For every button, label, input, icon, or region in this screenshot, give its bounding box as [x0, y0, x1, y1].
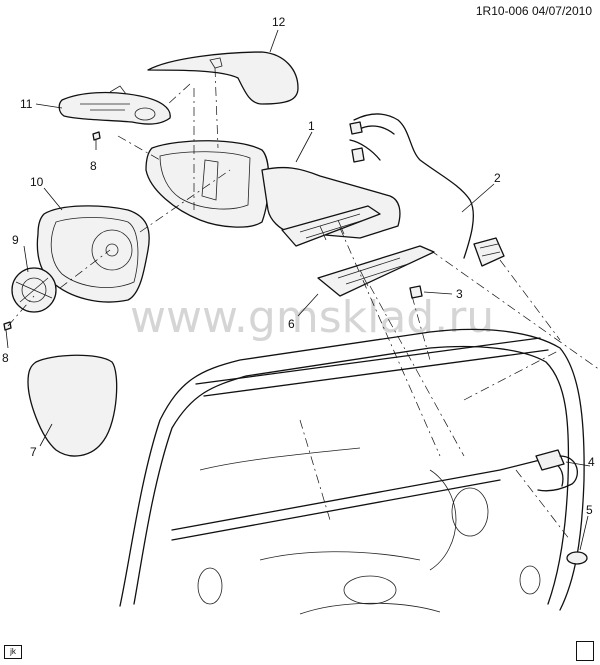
callout-5: 5: [586, 503, 593, 517]
callout-10: 10: [30, 175, 44, 189]
retainer-clip: [409, 285, 423, 299]
diagram-reference: 1R10-006 04/07/2010: [476, 4, 592, 18]
turn-signal-lamp: [58, 85, 171, 125]
callout-2: 2: [494, 171, 501, 185]
diagram-code: 1R10-006: [475, 4, 529, 18]
callout-1: 1: [308, 119, 315, 133]
callout-leaders: [5, 29, 591, 551]
corner-label: jk: [4, 645, 22, 659]
callout-12: 12: [272, 15, 286, 29]
callout-4: 4: [588, 455, 595, 469]
callout-3: 3: [456, 287, 463, 301]
mirror-housing-assembly: [145, 140, 401, 247]
watermark-text: www.gmsklad.ru: [130, 292, 494, 343]
access-hole-plug: [566, 551, 588, 565]
assembly-reference-lines: [7, 67, 600, 541]
callout-8b: 8: [2, 351, 9, 365]
callout-11: 11: [20, 97, 33, 111]
mirror-glass: [27, 354, 118, 457]
wiring-harness: [349, 113, 505, 267]
screw-8-lower: [3, 321, 12, 331]
callout-9: 9: [12, 233, 19, 247]
door-harness-connector: [535, 449, 578, 492]
mirror-actuator: [11, 267, 57, 313]
callout-8a: 8: [90, 159, 97, 173]
screw-8-upper: [92, 131, 101, 150]
mirror-seal-plate: [317, 245, 435, 297]
callout-labels: 12 11 8 1 2 10 9 8 3 6 7 4 5: [2, 15, 595, 517]
mirror-cover-cap: [147, 51, 299, 105]
gm-logo-icon: [576, 641, 594, 661]
callout-6: 6: [288, 317, 295, 331]
callout-7: 7: [30, 445, 37, 459]
rear-door-frame: [119, 328, 585, 615]
diagram-date: 04/07/2010: [531, 4, 592, 18]
mirror-glass-frame: [36, 205, 150, 303]
